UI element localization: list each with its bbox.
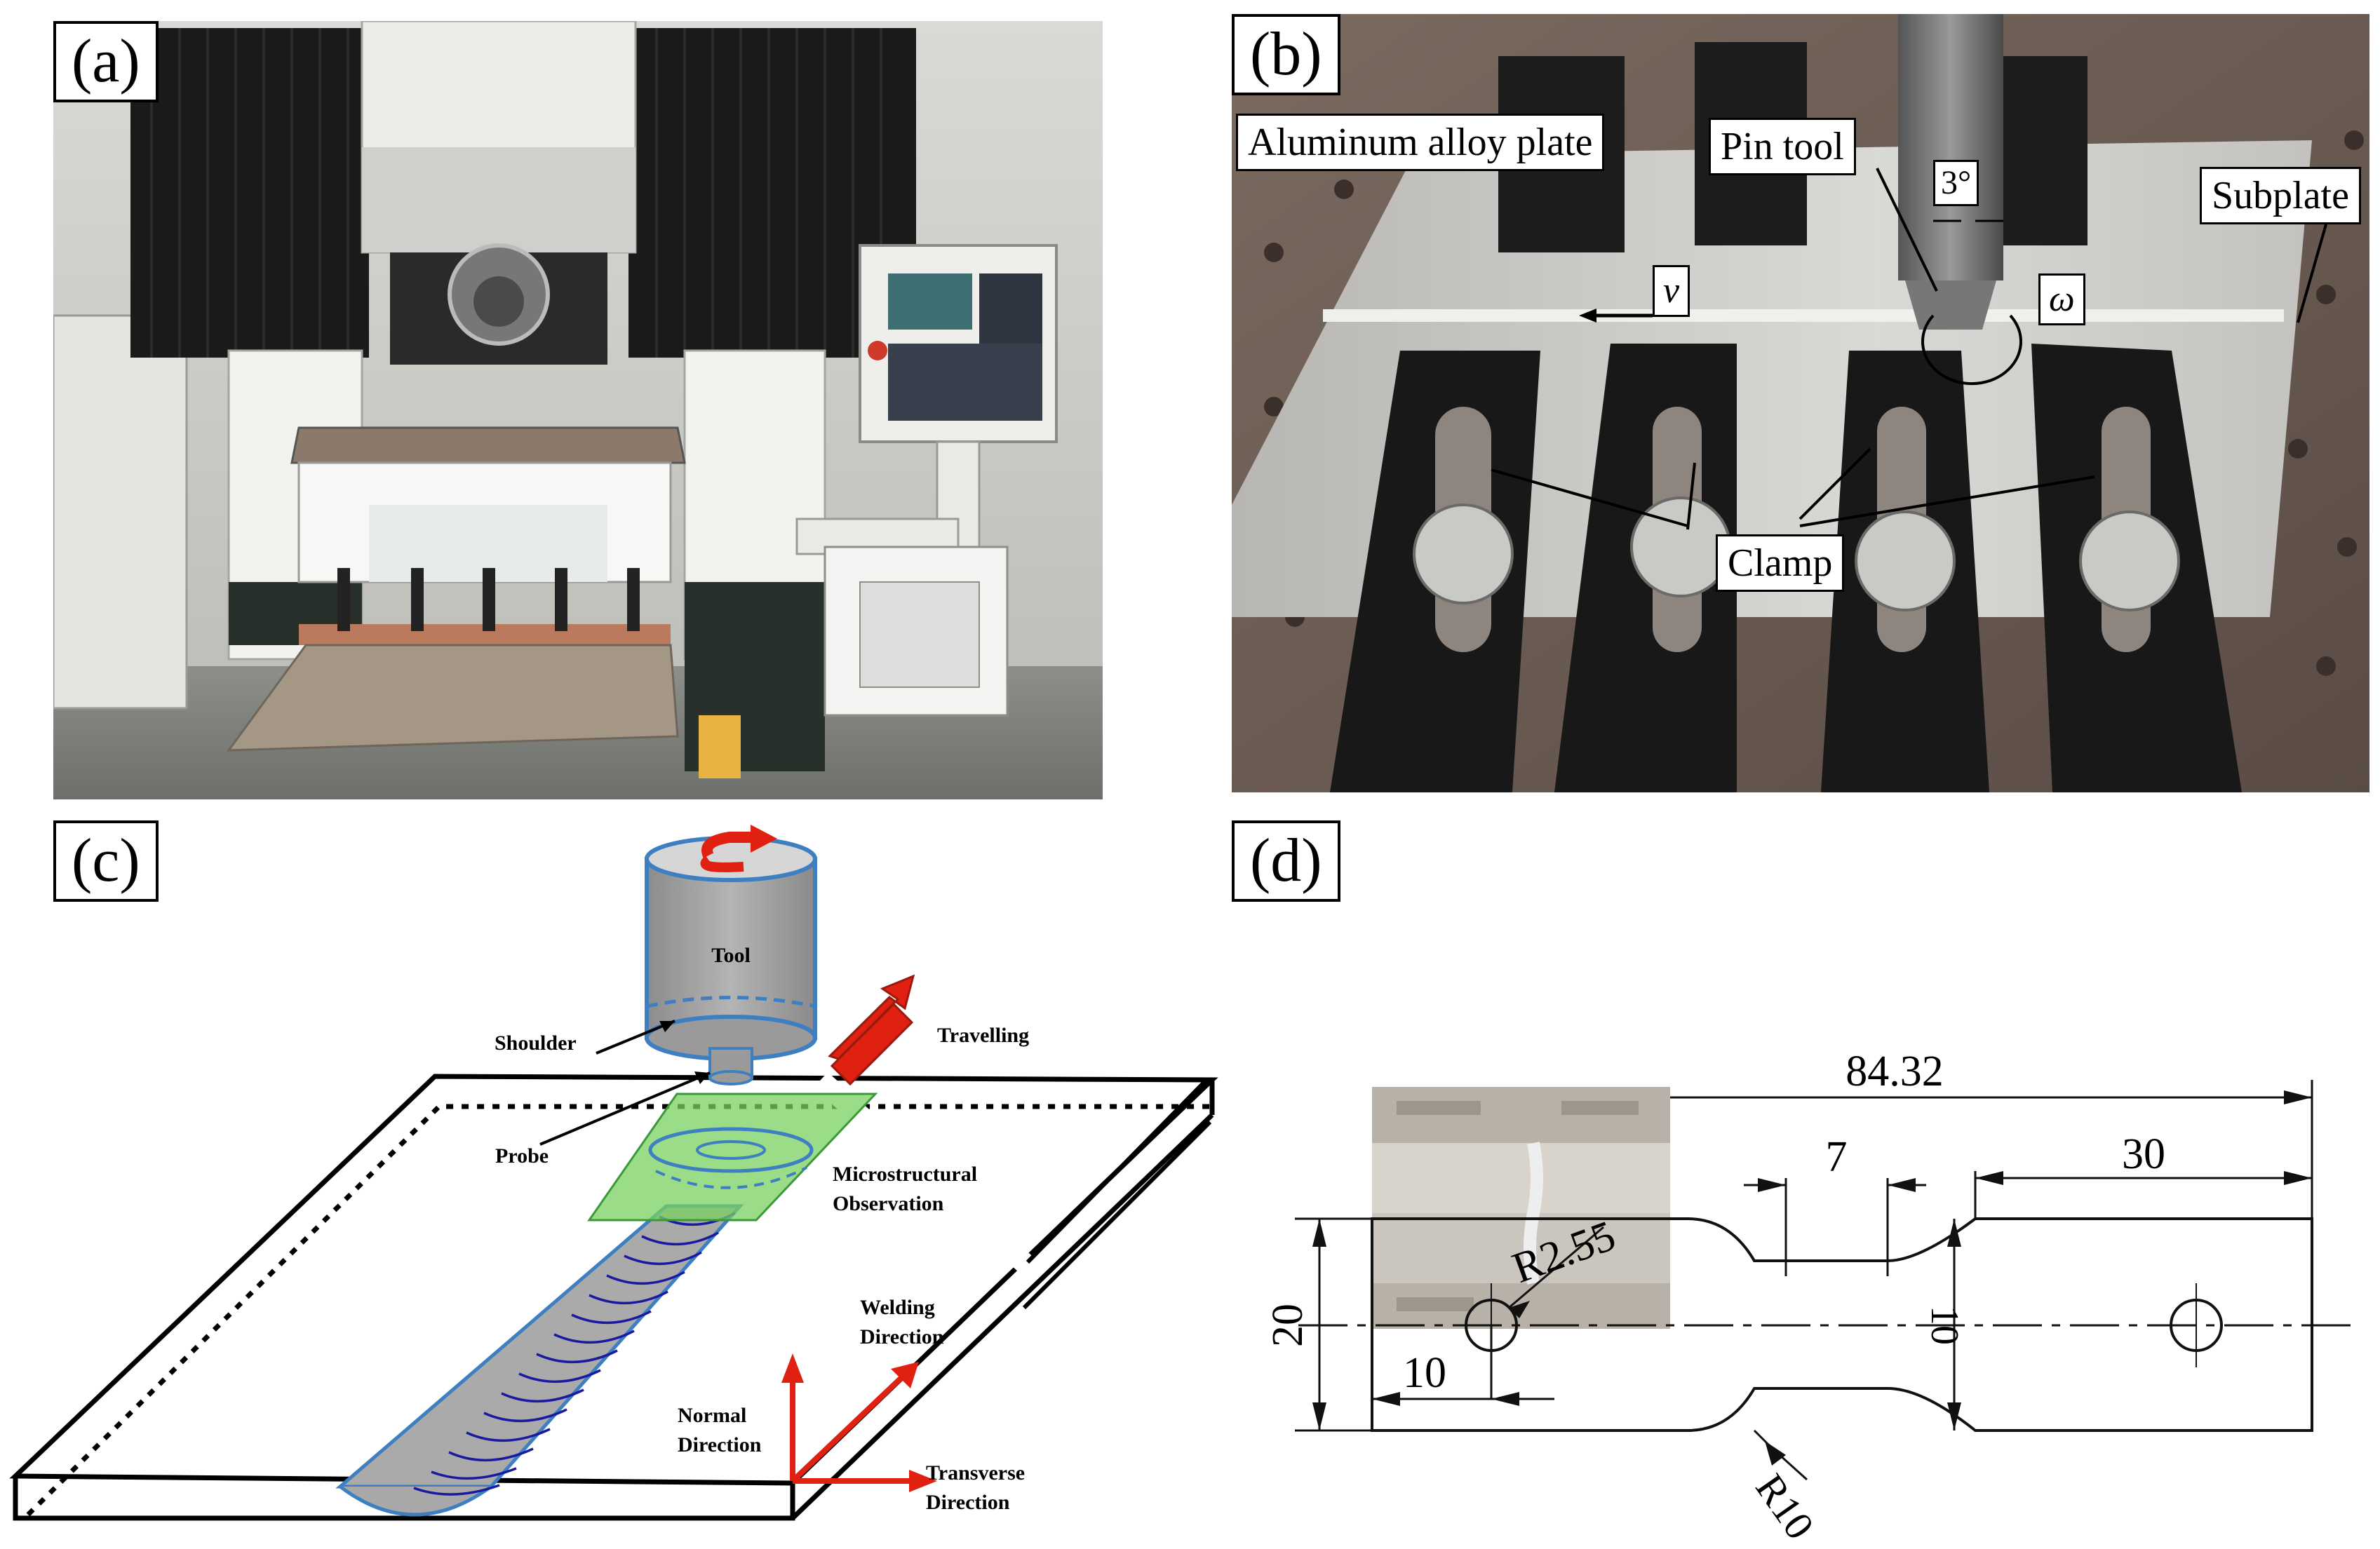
travelling-label: Travelling bbox=[937, 1024, 1029, 1047]
panel-d: 84.32 7 30 20 10 10 R2.55 R10 (d) bbox=[1232, 813, 2369, 1548]
clamp-setup-photo bbox=[1232, 14, 2369, 792]
omega-callout: ω bbox=[2038, 273, 2085, 325]
subplate-callout: Subplate bbox=[2200, 167, 2361, 224]
panel-b: (b) Aluminum alloy plate Pin tool Subpla… bbox=[1232, 14, 2369, 792]
travelling-arrow bbox=[828, 974, 915, 1086]
normal-label: Normal bbox=[678, 1404, 746, 1427]
microstructural-label: Microstructural bbox=[833, 1163, 977, 1186]
panel-c: Tool Shoulder Probe Travelling Microstru… bbox=[0, 813, 1235, 1545]
weld-track bbox=[335, 1204, 744, 1517]
specimen-outline bbox=[1371, 1217, 2313, 1432]
specimen-drawing: 84.32 7 30 20 10 10 R2.55 R10 bbox=[1264, 1048, 2351, 1548]
hole-offset-dim: 10 bbox=[1403, 1349, 1446, 1397]
fsw-schematic: Tool Shoulder Probe Travelling Microstru… bbox=[9, 825, 1218, 1521]
specimen-photo bbox=[1372, 1087, 1670, 1329]
transverse-label: Transverse bbox=[926, 1461, 1025, 1484]
probe-label: Probe bbox=[495, 1144, 549, 1168]
velocity-callout: v bbox=[1653, 265, 1690, 317]
observation-label: Observation bbox=[833, 1192, 944, 1215]
welding-label: Welding bbox=[860, 1296, 935, 1319]
panel-a: (a) bbox=[52, 20, 1103, 799]
transverse-direction-label: Direction bbox=[926, 1491, 1010, 1514]
panel-label-b: (b) bbox=[1232, 14, 1340, 95]
shoulder-label: Shoulder bbox=[495, 1031, 577, 1055]
clamp-callout: Clamp bbox=[1716, 534, 1845, 592]
machine-photo bbox=[52, 20, 1103, 799]
tool-cylinder bbox=[645, 836, 817, 1085]
angle-callout: 3° bbox=[1933, 160, 1979, 206]
normal-direction-label: Direction bbox=[678, 1433, 762, 1456]
width-dim: 20 bbox=[1264, 1304, 1312, 1347]
panel-label-d: (d) bbox=[1232, 820, 1340, 902]
fillet-radius-dim: R10 bbox=[1747, 1466, 1823, 1545]
total-length-dim: 84.32 bbox=[1845, 1048, 1944, 1095]
panel-label-a: (a) bbox=[53, 21, 159, 102]
direction-axes bbox=[790, 1372, 912, 1484]
gauge-width-dim: 10 bbox=[1923, 1306, 1966, 1345]
pin-tool-callout: Pin tool bbox=[1709, 118, 1856, 175]
rotation-arrow bbox=[700, 825, 777, 872]
gauge-length-dim: 7 bbox=[1826, 1133, 1848, 1181]
plate-callout: Aluminum alloy plate bbox=[1236, 114, 1605, 171]
grip-length-dim: 30 bbox=[2122, 1130, 2165, 1178]
tool-label: Tool bbox=[711, 944, 751, 967]
panel-label-c: (c) bbox=[53, 820, 159, 902]
welding-direction-label: Direction bbox=[860, 1325, 944, 1348]
